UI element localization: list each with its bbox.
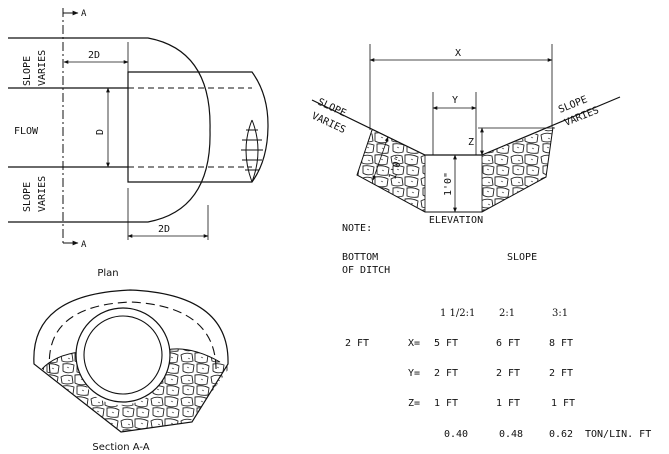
slope-varies-top-line2: VARIES [37,50,48,86]
section-caption: Section A-A [92,442,149,453]
plan-caption: Plan [97,268,118,279]
tonnage-3: 0.62 [549,429,573,440]
pipe-break-symbol [241,119,263,183]
cell-y-1: 2 FT [434,368,458,379]
section-pipe-outer [75,307,171,403]
slope-varies-top-line1: SLOPE [22,56,33,86]
note-title: NOTE: [342,223,372,234]
flow-label: FLOW [14,126,39,137]
cell-x-2: 6 FT [496,338,520,349]
bottom-of-ditch-line2: OF DITCH [342,265,390,276]
slope-varies-bottom-line2: VARIES [37,176,48,212]
cell-y-3: 2 FT [549,368,573,379]
dim-1ft-vert: 1'0" [443,172,454,196]
tonnage-unit: TON/LIN. FT [585,429,651,440]
table-row-tonnage: 0.40 0.48 0.62 TON/LIN. FT [444,429,651,440]
table-row-y: Y= 2 FT 2 FT 2 FT [408,368,573,379]
elevation-view: X Y Z 1'0" 1'0" SLOPE VARIES SLOPE VARIE… [310,44,621,226]
row-label-z: Z= [408,398,420,409]
cell-y-2: 2 FT [496,368,520,379]
dim-2d-top: 2D [88,50,100,61]
ratio-3: 3:1 [552,308,568,319]
ratio-2: 2:1 [499,308,515,319]
section-outer-outline [33,289,229,433]
table-row-z: Z= 1 FT 1 FT 1 FT [408,398,575,409]
cell-z-2: 1 FT [496,398,520,409]
elevation-caption: ELEVATION [429,215,483,226]
slope-varies-bottom-line1: SLOPE [22,182,33,212]
ratio-1: 1 1/2:1 [440,308,475,319]
section-marker-bottom: A [81,240,87,250]
cell-x-1: 5 FT [434,338,458,349]
dim-d: D [95,129,106,135]
dim-2d-bottom: 2D [158,224,170,235]
row-label-x: X= [408,338,420,349]
row-label-y: Y= [408,368,420,379]
slope-header: SLOPE [507,252,537,263]
cell-z-1: 1 FT [434,398,458,409]
cell-z-3: 1 FT [551,398,575,409]
pipe-body [8,71,269,183]
bottom-width: 2 FT [345,338,369,349]
section-marker-top: A [81,9,87,19]
dim-x: X [455,48,461,59]
tonnage-1: 0.40 [444,429,468,440]
tonnage-2: 0.48 [499,429,523,440]
section-dashed-arc [48,301,217,374]
bottom-of-ditch-line1: BOTTOM [342,252,378,263]
dim-z: Z [468,137,474,148]
plan-view: A A 2D D 2D SLOPE VARIES FLOW SLOPE VARI… [8,8,269,279]
section-view: Section A-A [33,289,230,453]
apron-outline [8,37,211,223]
note-table: NOTE: BOTTOM OF DITCH SLOPE 1 1/2:1 2:1 … [342,223,651,440]
dim-y: Y [452,95,458,106]
cell-x-3: 8 FT [549,338,573,349]
table-row-x: X= 5 FT 6 FT 8 FT [408,338,573,349]
section-pipe-inner [83,315,163,395]
